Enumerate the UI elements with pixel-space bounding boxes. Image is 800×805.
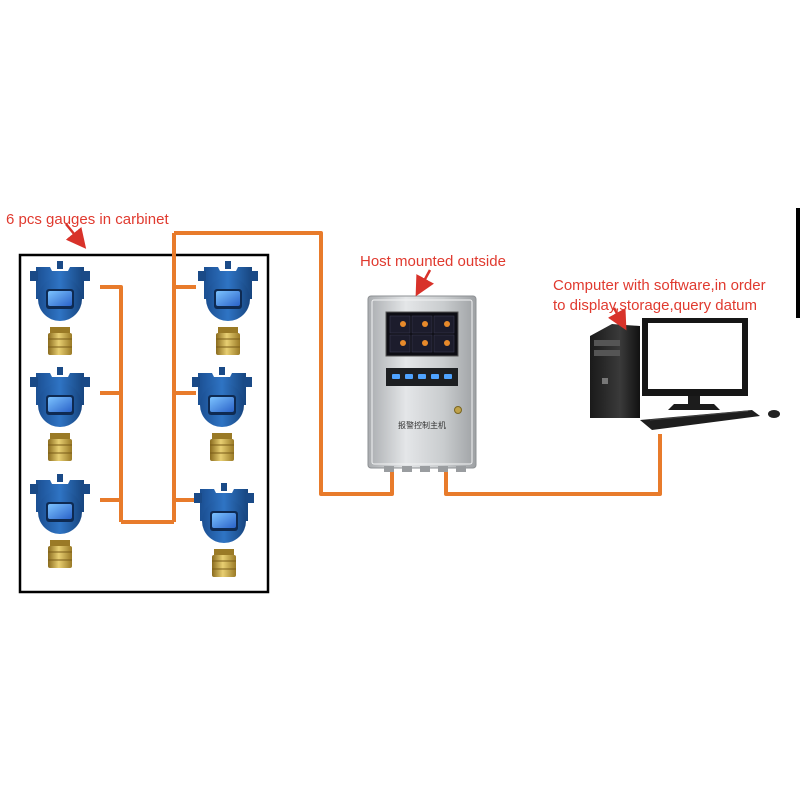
- gauge-2: [30, 367, 90, 461]
- keyboard: [640, 410, 760, 430]
- arrow-computer: [607, 307, 627, 331]
- gauge-6: [194, 483, 254, 577]
- label-computer-line2: to display,storage,query datum: [553, 297, 758, 314]
- key-lock: [454, 406, 462, 414]
- wiring: [100, 231, 662, 524]
- computer: [590, 318, 780, 430]
- host-nameplate: 报警控制主机: [398, 420, 446, 430]
- arrow-gauges: [65, 223, 87, 249]
- monitor-screen: [648, 323, 742, 389]
- label-computer-line1: Computer with software,in order: [553, 277, 766, 294]
- gauge-4: [198, 261, 258, 355]
- gauge-5: [192, 367, 252, 461]
- host-controller: 报警控制主机: [367, 295, 477, 472]
- label-host: Host mounted outside: [360, 253, 506, 270]
- arrow-host: [415, 269, 434, 297]
- gauge-1: [30, 261, 90, 355]
- annotation-arrows: [65, 223, 627, 331]
- page-edge-bar: [796, 208, 800, 318]
- mouse: [768, 410, 780, 418]
- label-gauges: 6 pcs gauges in carbinet: [6, 211, 169, 228]
- gauge-3: [30, 474, 90, 568]
- cabinet-frame: [18, 253, 270, 594]
